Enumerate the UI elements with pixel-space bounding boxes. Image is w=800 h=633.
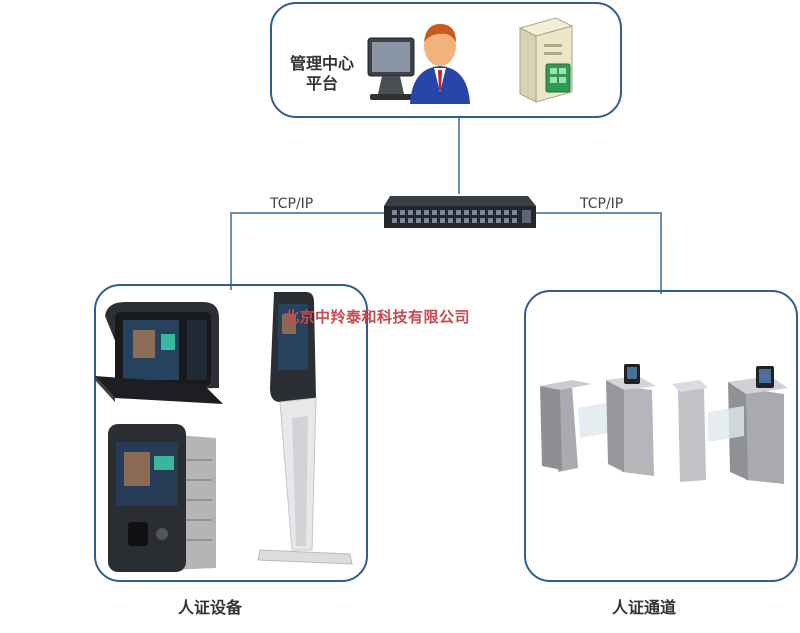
link-left-horizontal: [230, 212, 388, 214]
tablet-face-terminal-image: [104, 420, 224, 580]
desktop-face-terminal-image: [95, 294, 225, 414]
channel-group-label: 人证通道: [612, 594, 676, 618]
link-label-left: TCP/IP: [270, 196, 313, 212]
turnstile-gates-image: [532, 360, 792, 500]
network-switch-icon: [382, 190, 542, 234]
link-right-vertical: [660, 212, 662, 294]
user-at-computer-icon: [360, 12, 470, 112]
management-label-line2: 平台: [282, 74, 362, 94]
database-server-icon: [510, 14, 580, 106]
company-watermark: 北京中羚泰和科技有限公司: [284, 306, 470, 327]
link-left-vertical: [230, 212, 232, 290]
link-right-horizontal: [535, 212, 661, 214]
devices-group-label: 人证设备: [178, 594, 242, 618]
link-center-vertical: [458, 118, 460, 194]
management-label-line1: 管理中心: [282, 54, 362, 74]
management-center-label: 管理中心 平台: [282, 54, 362, 94]
standing-kiosk-image: [254, 288, 364, 578]
link-label-right: TCP/IP: [580, 196, 623, 212]
